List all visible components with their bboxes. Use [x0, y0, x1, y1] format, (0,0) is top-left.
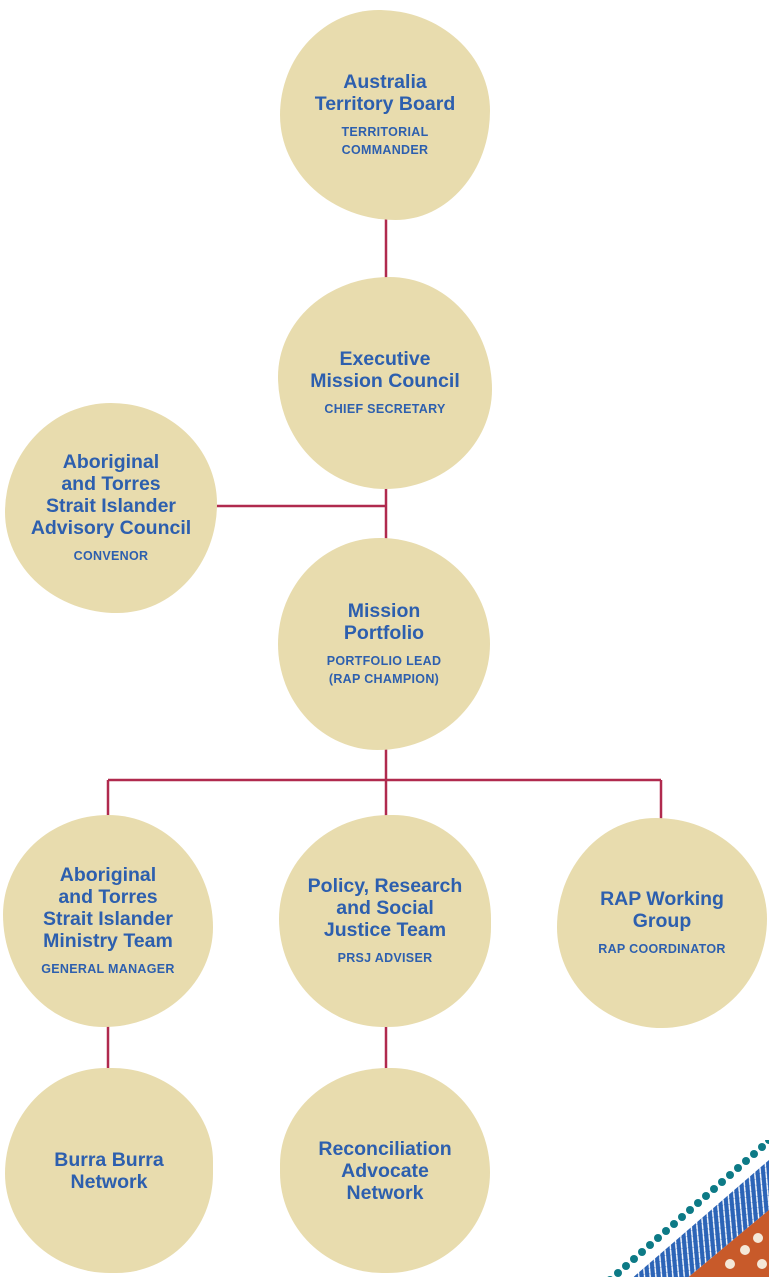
node-subtitle: PORTFOLIO LEAD (RAP CHAMPION) — [326, 654, 442, 686]
node-title: Reconciliation Advocate Network — [318, 1137, 452, 1204]
node-subtitle: PRSJ ADVISER — [337, 951, 433, 965]
node-title: Executive Mission Council — [310, 348, 460, 392]
node-subtitle: TERRITORIAL COMMANDER — [341, 125, 429, 157]
node-policy-team: Policy, Research and Social Justice Team… — [279, 815, 491, 1027]
node-title: Mission Portfolio — [343, 600, 425, 644]
node-reconciliation-network: Reconciliation Advocate Network — [280, 1068, 490, 1273]
node-title: RAP Working Group — [600, 888, 724, 932]
node-title: Burra Burra Network — [54, 1148, 164, 1193]
node-burra-network: Burra Burra Network — [5, 1068, 213, 1273]
node-title: Aboriginal and Torres Strait Islander Ad… — [30, 451, 192, 539]
node-territory-board: Australia Territory Board TERRITORIAL CO… — [280, 10, 490, 220]
node-subtitle: CHIEF SECRETARY — [324, 402, 446, 416]
node-subtitle: GENERAL MANAGER — [41, 962, 175, 976]
node-advisory-council: Aboriginal and Torres Strait Islander Ad… — [5, 403, 217, 613]
node-rap-working-group: RAP Working Group RAP COORDINATOR — [557, 818, 767, 1028]
aboriginal-dot-pattern-decoration-icon — [607, 1140, 769, 1277]
node-ministry-team: Aboriginal and Torres Strait Islander Mi… — [3, 815, 213, 1027]
node-mission-portfolio: Mission Portfolio PORTFOLIO LEAD (RAP CH… — [278, 538, 490, 750]
node-title: Aboriginal and Torres Strait Islander Mi… — [42, 864, 174, 952]
node-title: Policy, Research and Social Justice Team — [307, 875, 463, 941]
node-title: Australia Territory Board — [314, 71, 456, 115]
node-subtitle: CONVENOR — [73, 549, 149, 563]
node-subtitle: RAP COORDINATOR — [598, 942, 726, 956]
node-executive-council: Executive Mission Council CHIEF SECRETAR… — [278, 277, 492, 489]
